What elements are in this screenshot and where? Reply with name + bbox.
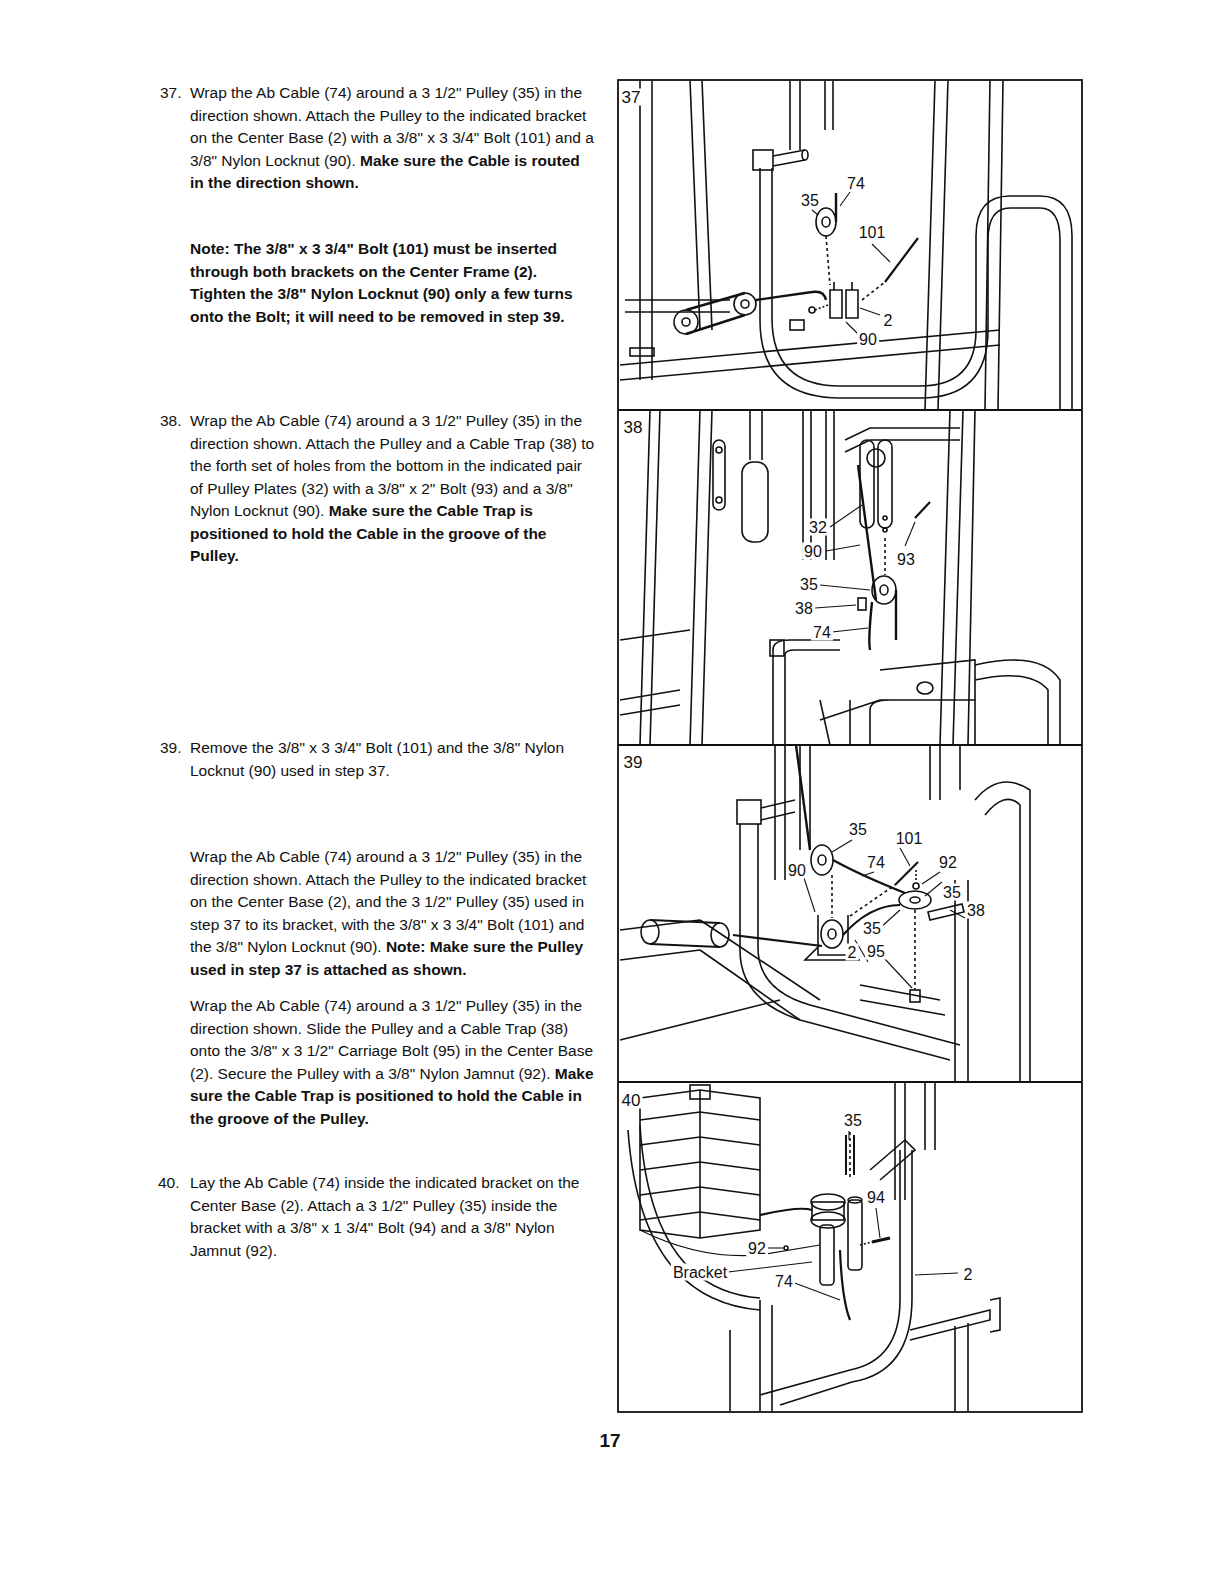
callout-number: 38 [965, 902, 987, 919]
leader-line [728, 192, 965, 1300]
step-number: 38. [160, 410, 190, 433]
step-38-drawing [620, 411, 1060, 744]
callout-number: 74 [845, 175, 867, 192]
callout-number: 95 [865, 943, 887, 960]
step-text: Remove the 3/8" x 3 3/4" Bolt (101) and … [190, 737, 595, 782]
step-39-drawing [620, 746, 1030, 1081]
step-text: Wrap the Ab Cable (74) around a 3 1/2" P… [190, 997, 593, 1082]
step-number: 37. [160, 82, 190, 105]
step-number: 39 [622, 754, 645, 771]
callout-number: 35 [842, 1112, 864, 1129]
callout-number: 2 [962, 1266, 975, 1283]
callout-number: 35 [798, 576, 820, 593]
callout-number: 35 [799, 192, 821, 209]
callout-number: 2 [882, 312, 895, 329]
callout-number: 92 [937, 854, 959, 871]
step-37-drawing [620, 81, 1072, 409]
step-number: 38 [622, 419, 645, 436]
step-number: 39. [160, 739, 182, 756]
callout-number: 74 [811, 624, 833, 641]
callout-number: 94 [865, 1189, 887, 1206]
step-number: 40 [620, 1092, 643, 1109]
callout-number: 74 [773, 1273, 795, 1290]
bold-instruction: Note: The 3/8" x 3 3/4" Bolt (101) must … [190, 240, 573, 325]
callout-number: 74 [865, 854, 887, 871]
step-number: 39. [160, 737, 190, 760]
step-number: 40. [158, 1174, 180, 1191]
panel-frame [618, 80, 1082, 1412]
step-text: Lay the Ab Cable (74) inside the indicat… [190, 1174, 579, 1259]
callout-number: 32 [807, 519, 829, 536]
callout-number: 2 [846, 944, 859, 961]
callout-number: 92 [746, 1240, 768, 1257]
step-text: Wrap the Ab Cable (74) around a 3 1/2" P… [190, 995, 595, 1130]
step-number: 37. [160, 84, 182, 101]
step-text: Lay the Ab Cable (74) inside the indicat… [190, 1172, 595, 1262]
step-number: 37 [620, 89, 643, 106]
callout-number: 38 [793, 600, 815, 617]
callout-number: 101 [857, 224, 888, 241]
callout-number: 35 [847, 821, 869, 838]
callout-number: Bracket [671, 1264, 729, 1281]
callout-number: 90 [786, 862, 808, 879]
page-number: 17 [597, 1432, 622, 1449]
callout-number: 90 [857, 331, 879, 348]
step-text: Wrap the Ab Cable (74) around a 3 1/2" P… [190, 846, 595, 981]
step-text: Wrap the Ab Cable (74) around a 3 1/2" P… [190, 82, 595, 195]
callout-number: 90 [802, 543, 824, 560]
callout-number: 35 [861, 920, 883, 937]
step-number: 38. [160, 412, 182, 429]
callout-number: 101 [894, 830, 925, 847]
step-40-drawing [628, 1083, 1000, 1411]
step-text: Wrap the Ab Cable (74) around a 3 1/2" P… [190, 410, 595, 568]
callout-number: 35 [941, 884, 963, 901]
step-note: Note: The 3/8" x 3 3/4" Bolt (101) must … [190, 238, 595, 328]
step-number: 40. [158, 1172, 190, 1195]
step-text: Remove the 3/8" x 3 3/4" Bolt (101) and … [190, 739, 564, 779]
callout-number: 93 [895, 551, 917, 568]
